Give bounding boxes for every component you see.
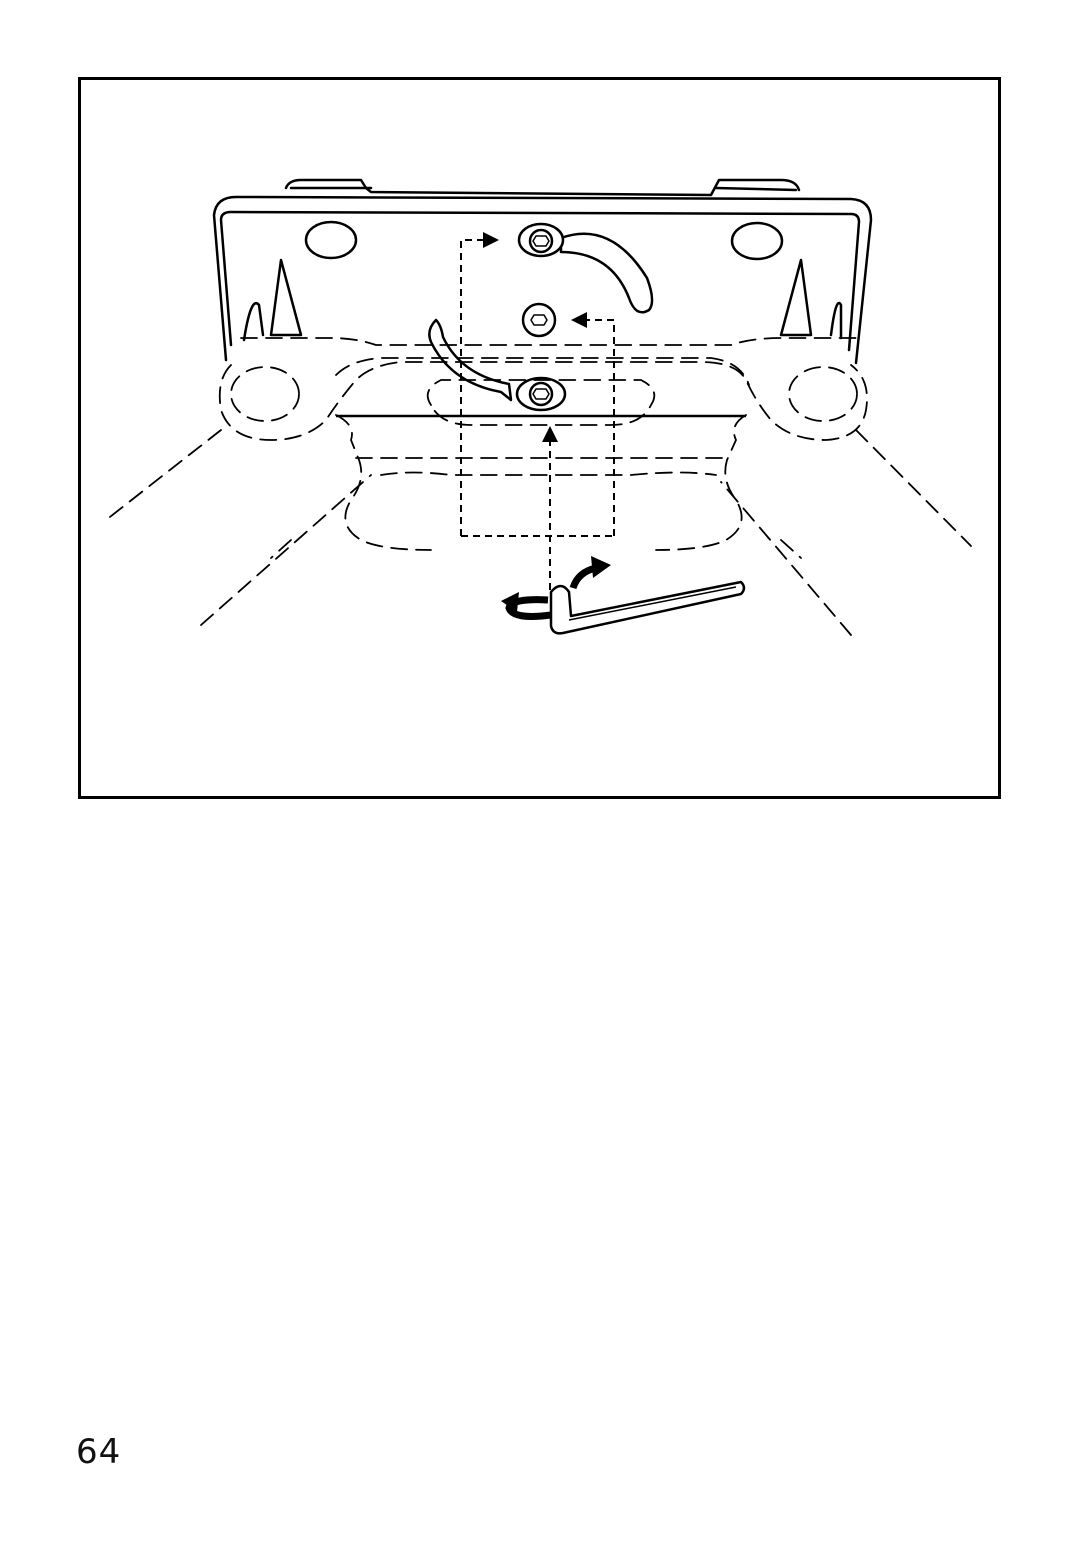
screw-icon [521,302,557,338]
screw-icon [515,376,567,412]
bracket-icon [212,178,873,365]
page-number: 64 [76,1432,122,1472]
rotation-arrow-icon [501,556,611,620]
screw-icon [517,222,565,258]
illustration-frame [78,77,1001,799]
allen-key-icon [549,580,746,635]
direction-arrow-icon [460,232,615,590]
bracket-illustration [105,178,972,636]
